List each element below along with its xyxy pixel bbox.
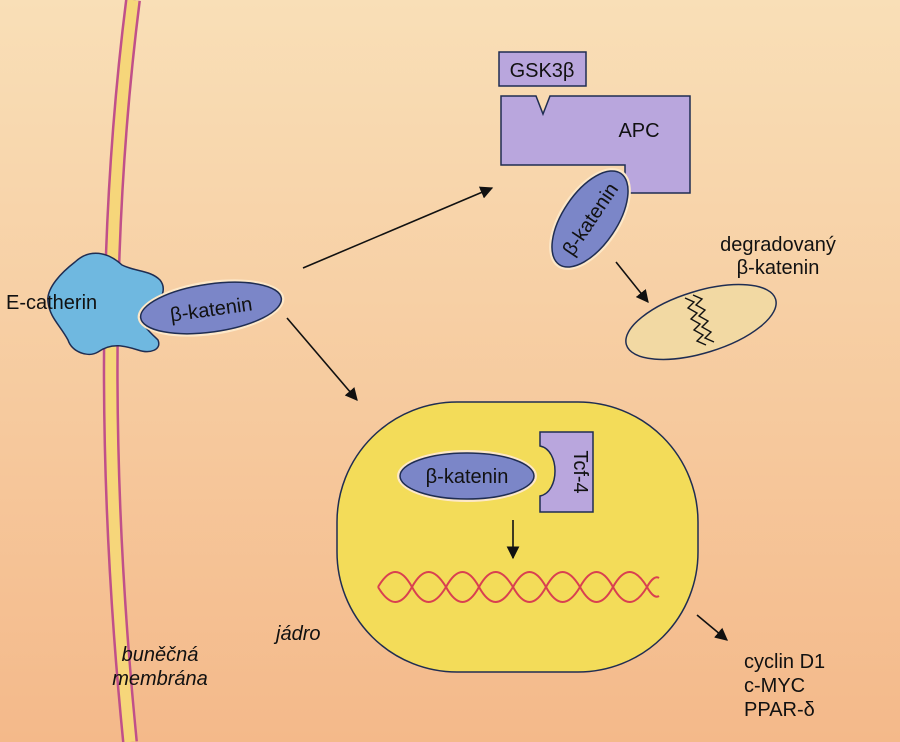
target-gene-c-myc: c-MYC [744, 675, 805, 697]
apc-complex [500, 95, 691, 194]
membrane-beta-catenin-body [139, 281, 283, 335]
nuclear-beta-catenin-body [399, 452, 535, 500]
arrow-to-apc [302, 186, 494, 269]
target-gene-cyclin-d1: cyclin D1 [744, 651, 825, 673]
membrane-label-line1: buněčná [122, 644, 199, 666]
dna-helix [377, 571, 660, 603]
gsk3b-label: GSK3β [510, 60, 575, 82]
cell-membrane [102, 0, 141, 742]
apc-beta-catenin-body [551, 170, 629, 268]
nucleus-label: jádro [273, 623, 320, 645]
e-cadherin-shape [47, 252, 164, 356]
membrane-label-line2: membrána [112, 668, 208, 690]
e-cadherin-label: E-catherin [6, 292, 97, 314]
degraded-label-line2: β-katenin [737, 257, 820, 279]
arrow-to-nucleus [286, 317, 358, 401]
arrow-to-targets [696, 614, 728, 641]
tcf4-box [539, 431, 594, 513]
apc-label: APC [618, 120, 659, 142]
gsk3b-box [498, 51, 587, 87]
tcf4-label: Tcf-4 [569, 450, 591, 493]
nucleus [336, 401, 699, 673]
degraded-beta-catenin [625, 283, 777, 361]
arrow-to-degraded [615, 261, 649, 303]
target-gene-ppar-delta: PPAR-δ [744, 699, 815, 721]
degraded-label-line1: degradovaný [720, 234, 836, 256]
nuclear-beta-catenin-label: β-katenin [426, 466, 509, 488]
